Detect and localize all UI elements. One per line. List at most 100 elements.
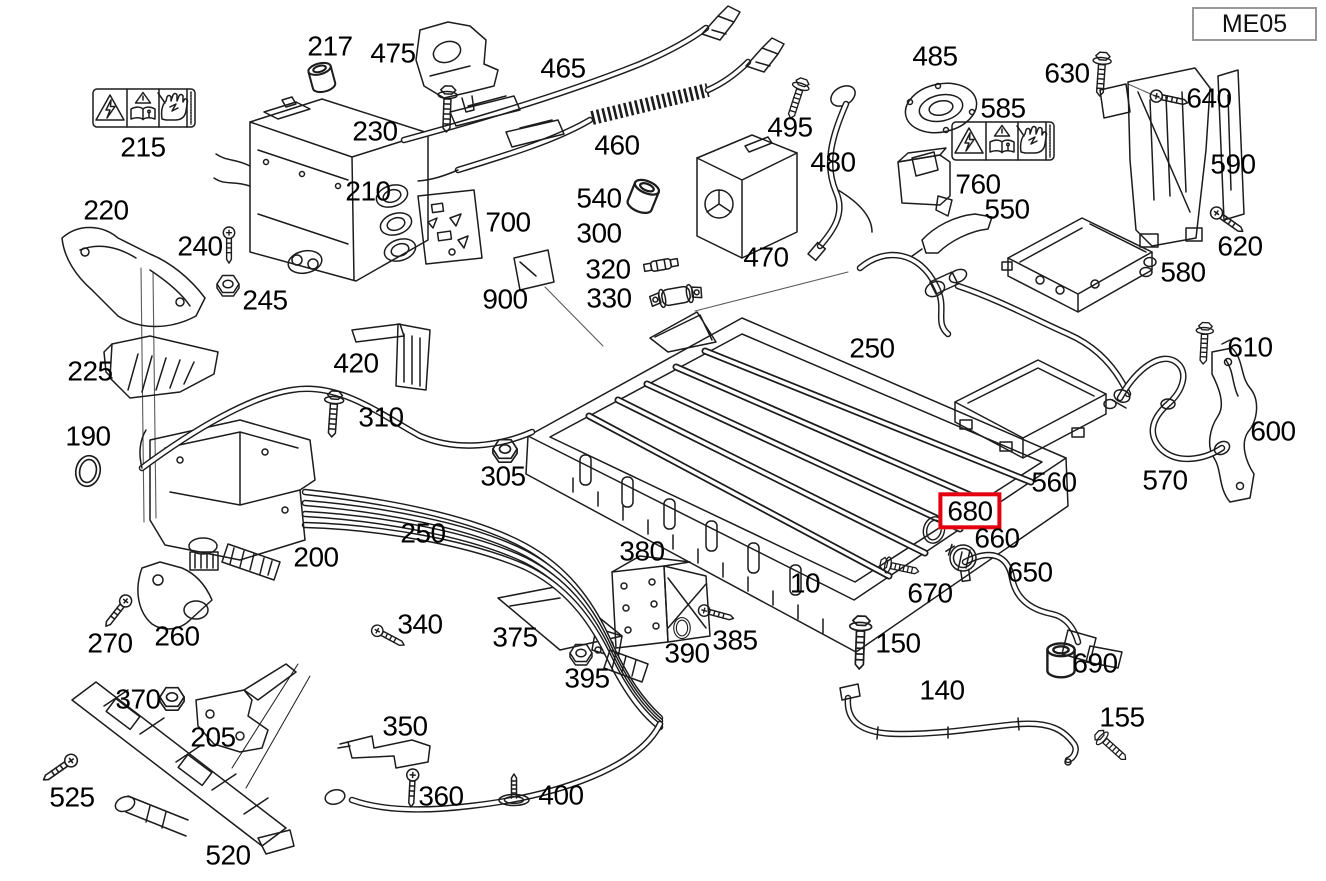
part-label-585[interactable]: 585 xyxy=(980,92,1026,124)
part-label-200[interactable]: 200 xyxy=(293,541,339,573)
part-label-560[interactable]: 560 xyxy=(1031,466,1077,498)
part-label-900[interactable]: 900 xyxy=(482,283,528,315)
part-label-495[interactable]: 495 xyxy=(767,111,813,143)
part-label-580[interactable]: 580 xyxy=(1160,256,1206,288)
part-art-rail-520 xyxy=(71,681,295,855)
part-label-630[interactable]: 630 xyxy=(1044,57,1090,89)
part-label-320[interactable]: 320 xyxy=(585,253,631,285)
part-label-140[interactable]: 140 xyxy=(919,674,965,706)
part-label-620[interactable]: 620 xyxy=(1217,230,1263,262)
warning-label-585 xyxy=(951,121,1055,161)
part-art-battery-pack-10 xyxy=(525,311,1069,653)
part-glyph-217 xyxy=(306,59,338,96)
part-label-310[interactable]: 310 xyxy=(358,401,404,433)
part-glyph-270 xyxy=(100,591,135,631)
part-glyph-155 xyxy=(1090,726,1132,767)
part-label-390[interactable]: 390 xyxy=(664,637,710,669)
part-label-650[interactable]: 650 xyxy=(1007,556,1053,588)
part-label-680-highlighted[interactable]: 680 xyxy=(938,492,1002,530)
part-label-270[interactable]: 270 xyxy=(87,627,133,659)
part-art-bracket-550 xyxy=(907,213,993,267)
part-art-cover-470 xyxy=(696,134,798,259)
part-art-harness-200 xyxy=(149,419,664,813)
part-art-bracket-380 xyxy=(611,555,711,649)
part-label-210[interactable]: 210 xyxy=(345,175,391,207)
part-label-150[interactable]: 150 xyxy=(875,627,921,659)
part-label-330[interactable]: 330 xyxy=(586,282,632,314)
part-art-label-900 xyxy=(513,249,555,291)
part-label-225[interactable]: 225 xyxy=(67,355,113,387)
part-label-230[interactable]: 230 xyxy=(352,115,398,147)
part-label-155[interactable]: 155 xyxy=(1099,701,1145,733)
part-label-245[interactable]: 245 xyxy=(242,284,288,316)
part-art-bracket-225 xyxy=(103,335,219,399)
part-label-520[interactable]: 520 xyxy=(205,839,251,871)
part-art-sticker-sheet-700 xyxy=(417,189,483,265)
part-glyph-240 xyxy=(222,226,236,264)
part-label-250[interactable]: 250 xyxy=(400,517,446,549)
part-label-380[interactable]: 380 xyxy=(619,535,665,567)
part-label-540[interactable]: 540 xyxy=(576,182,622,214)
part-label-570[interactable]: 570 xyxy=(1142,464,1188,496)
part-art-bracket-220 xyxy=(61,226,206,328)
part-glyph-310 xyxy=(321,389,346,439)
part-label-485[interactable]: 485 xyxy=(912,40,958,72)
part-glyph-370 xyxy=(159,686,185,712)
part-label-480[interactable]: 480 xyxy=(810,146,856,178)
part-label-340[interactable]: 340 xyxy=(397,608,443,640)
part-label-370[interactable]: 370 xyxy=(115,683,161,715)
part-art-inverter-210 xyxy=(213,96,429,282)
part-label-760[interactable]: 760 xyxy=(955,168,1001,200)
part-label-375[interactable]: 375 xyxy=(492,621,538,653)
part-label-525[interactable]: 525 xyxy=(49,781,95,813)
diagram-code-plate: ME05 xyxy=(1192,7,1317,41)
part-glyph-190 xyxy=(72,452,104,490)
part-label-470[interactable]: 470 xyxy=(743,241,789,273)
part-label-300[interactable]: 300 xyxy=(576,217,622,249)
part-label-260[interactable]: 260 xyxy=(154,620,200,652)
part-label-640[interactable]: 640 xyxy=(1186,82,1232,114)
part-label-350[interactable]: 350 xyxy=(382,710,428,742)
part-label-220[interactable]: 220 xyxy=(83,194,129,226)
part-label-217[interactable]: 217 xyxy=(307,30,353,62)
part-label-360[interactable]: 360 xyxy=(418,780,464,812)
part-label-610[interactable]: 610 xyxy=(1227,331,1273,363)
part-label-305[interactable]: 305 xyxy=(480,460,526,492)
part-label-10[interactable]: 10 xyxy=(789,567,821,599)
part-art-plate-485 xyxy=(904,82,978,134)
part-art-cable-460 xyxy=(417,37,785,182)
part-label-395[interactable]: 395 xyxy=(564,662,610,694)
part-glyph-245 xyxy=(216,274,240,297)
part-label-205[interactable]: 205 xyxy=(190,721,236,753)
part-label-600[interactable]: 600 xyxy=(1250,415,1296,447)
part-glyph-610 xyxy=(1193,321,1215,366)
part-label-420[interactable]: 420 xyxy=(333,347,379,379)
part-label-550[interactable]: 550 xyxy=(984,193,1030,225)
part-label-475[interactable]: 475 xyxy=(370,37,416,69)
part-label-250[interactable]: 250 xyxy=(849,332,895,364)
part-label-670[interactable]: 670 xyxy=(907,577,953,609)
part-label-660[interactable]: 660 xyxy=(974,522,1020,554)
part-art-bracket-205 xyxy=(195,663,311,789)
part-label-215[interactable]: 215 xyxy=(120,131,166,163)
part-art-cable-480 xyxy=(807,85,873,262)
part-label-240[interactable]: 240 xyxy=(177,230,223,262)
part-label-400[interactable]: 400 xyxy=(538,779,584,811)
part-art-cable-465 xyxy=(400,5,741,144)
part-label-590[interactable]: 590 xyxy=(1210,148,1256,180)
warning-label-215 xyxy=(92,88,196,128)
part-glyph-690 xyxy=(1046,642,1076,679)
part-art-bracket-260 xyxy=(137,561,213,630)
part-art-bracket-590 xyxy=(1099,67,1245,248)
part-label-700[interactable]: 700 xyxy=(485,206,531,238)
part-glyph-390 xyxy=(673,616,691,640)
part-label-465[interactable]: 465 xyxy=(540,52,586,84)
part-label-385[interactable]: 385 xyxy=(712,624,758,656)
part-label-190[interactable]: 190 xyxy=(65,420,111,452)
part-glyph-525 xyxy=(39,751,81,786)
part-label-460[interactable]: 460 xyxy=(594,129,640,161)
part-label-690[interactable]: 690 xyxy=(1072,647,1118,679)
part-art-box-580 xyxy=(1001,217,1157,313)
